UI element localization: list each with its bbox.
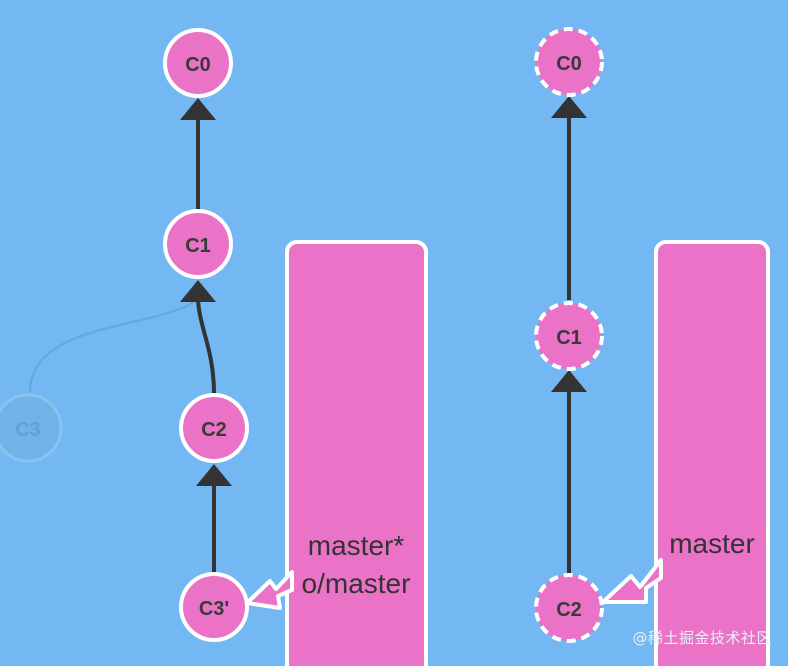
arrowhead-c2 [196,464,232,486]
commit-label: C0 [185,54,211,76]
branch-box-master-right[interactable]: master [654,240,770,666]
commit-c3-prime[interactable]: C3' [179,572,249,642]
left-tree: C3 C0 C1 C2 C3' master* o/master [0,28,428,666]
arrowhead-c1 [180,280,216,302]
arrowhead-c0-right [551,96,587,118]
commit-c3-orphan[interactable]: C3 [0,393,63,463]
branch-label-master: master [669,528,755,559]
commit-label: C2 [556,599,582,621]
commit-label: C1 [185,235,211,257]
watermark: @稀土掘金技术社区 [632,629,772,647]
right-tree: C0 C1 C2 master [534,27,770,666]
arrowhead-c1-right [551,370,587,392]
edge-c2-c1 [196,299,216,395]
commit-label: C3 [15,419,41,441]
branch-pointer-arrow-left [245,570,294,610]
commit-label: C1 [556,327,582,349]
commit-label: C2 [201,419,227,441]
commit-c1[interactable]: C1 [163,209,233,279]
orphan-edge-c3-c1 [28,295,200,393]
branch-box-master-omaster[interactable]: master* o/master [285,240,428,666]
commit-c2[interactable]: C2 [179,393,249,463]
branch-pointer-arrow-right [601,558,663,604]
commit-label: C0 [556,53,582,75]
arrowhead-c0 [180,98,216,120]
commit-c0-right[interactable]: C0 [534,27,604,97]
commit-c2-right[interactable]: C2 [534,573,604,643]
branch-label-omaster: o/master [302,568,411,599]
branch-label-master: master* [308,530,405,561]
commit-c0[interactable]: C0 [163,28,233,98]
commit-label: C3' [199,598,229,620]
commit-c1-right[interactable]: C1 [534,301,604,371]
